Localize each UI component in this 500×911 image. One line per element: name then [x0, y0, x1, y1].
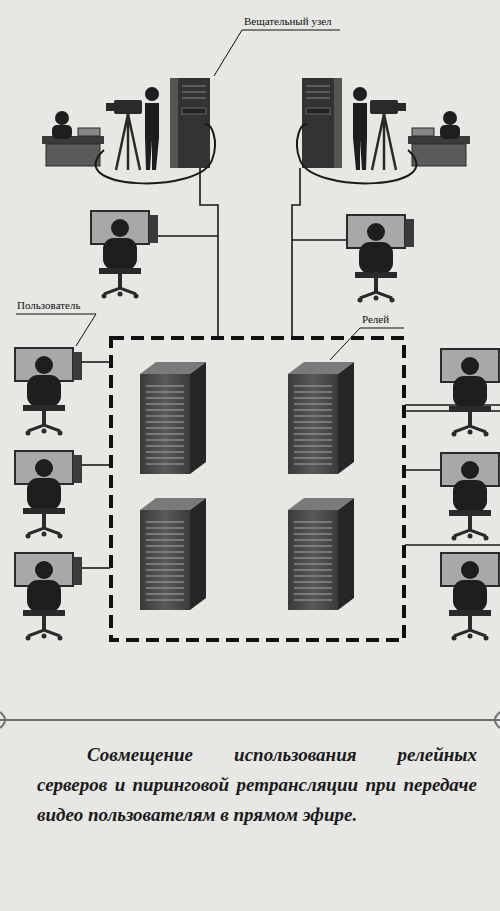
broadcast-station — [42, 78, 215, 183]
relay-group-outline — [111, 338, 404, 640]
callout-label: Вещательный узел — [244, 15, 332, 28]
figure-caption: Совмещение использования релейных сервер… — [37, 740, 477, 830]
callout-label: Релей — [362, 313, 389, 326]
relay-server — [140, 362, 354, 610]
broadcast-station — [297, 78, 470, 183]
leader-line — [16, 30, 404, 360]
user-workstation — [15, 211, 500, 641]
divider-rule — [0, 712, 500, 728]
callout-label: Пользователь — [17, 299, 80, 312]
